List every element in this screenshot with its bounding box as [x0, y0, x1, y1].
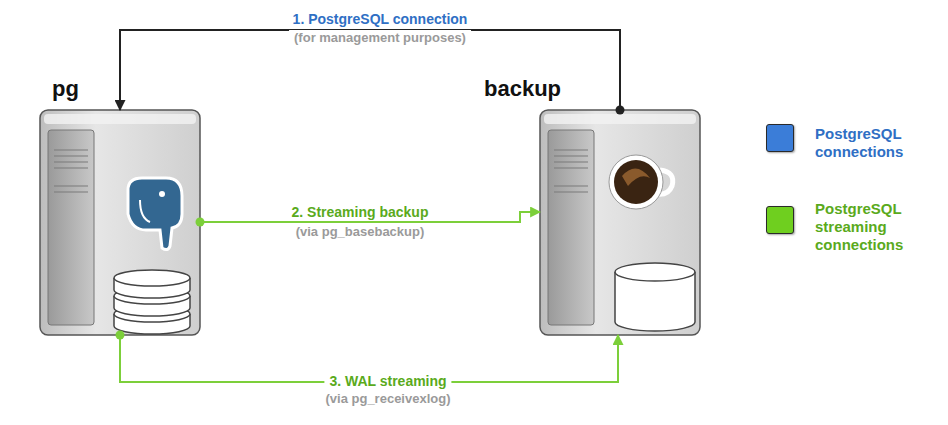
disk-stack — [114, 270, 190, 334]
server-node: pg — [40, 110, 200, 335]
connection-label: 2. Streaming backup — [287, 203, 434, 221]
coffee-cup — [609, 155, 673, 209]
pg-server-drawing — [40, 110, 200, 335]
server-name: backup — [484, 76, 561, 102]
postgres-elephant — [128, 178, 182, 250]
method-note: (for management purposes) — [289, 30, 471, 46]
method-note: (via pg_receivexlog) — [321, 391, 456, 407]
backup-disk — [615, 263, 695, 331]
method-note: (via pg_basebackup) — [291, 224, 430, 240]
legend-text: PostgreSQL streaming connections — [815, 200, 933, 254]
connection-label: 1. PostgreSQL connection — [288, 10, 473, 28]
legend-text: PostgreSQL connections — [815, 125, 933, 161]
connection-label: 3. WAL streaming — [324, 372, 451, 390]
connection-start-dot — [196, 218, 205, 227]
connection-start-dot — [616, 106, 625, 115]
connection-start-dot — [116, 331, 125, 340]
server-node: backup — [540, 110, 700, 335]
legend-swatch — [766, 124, 794, 152]
connection-arrow — [120, 30, 620, 110]
legend-swatch — [766, 206, 794, 234]
server-name: pg — [52, 76, 79, 102]
backup-server-drawing — [540, 110, 700, 335]
